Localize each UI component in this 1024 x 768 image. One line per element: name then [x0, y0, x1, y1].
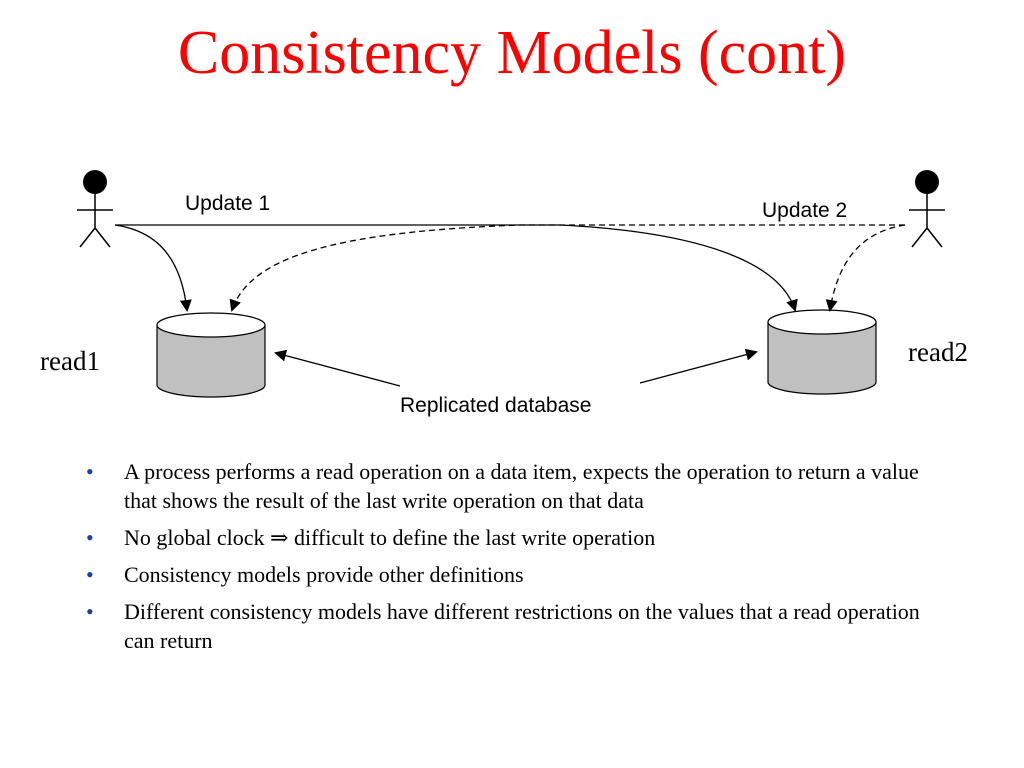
- left-replica-database-icon: [156, 312, 266, 398]
- update2-arrow-left: [229, 224, 905, 312]
- bullet-item: • No global clock ⇒ difficult to define …: [86, 523, 946, 552]
- read2-label: read2: [908, 337, 968, 367]
- slide-title: Consistency Models (cont): [177, 19, 847, 87]
- bullet-dot: •: [86, 599, 94, 624]
- read1-label: read1: [40, 346, 100, 376]
- bullet-text: A process performs a read operation on a…: [124, 459, 919, 513]
- bullet-item: • A process performs a read operation on…: [86, 457, 946, 515]
- replicated-database-label: Replicated database: [400, 394, 591, 417]
- bullet-item: • Different consistency models have diff…: [86, 597, 946, 655]
- replication-diagram: Update 1 Update 2 Replicated database: [77, 170, 945, 417]
- replicated-arrow-right: [639, 348, 758, 384]
- right-replica-database-icon: [767, 309, 877, 395]
- bullet-dot: •: [86, 459, 94, 484]
- bullet-text: Consistency models provide other definit…: [124, 562, 524, 587]
- bullet-text: No global clock ⇒ difficult to define th…: [124, 525, 656, 550]
- update1-arrow-left: [114, 224, 192, 312]
- bullet-dot: •: [86, 525, 94, 550]
- bullet-item: • Consistency models provide other defin…: [86, 560, 946, 589]
- update2-label: Update 2: [762, 199, 847, 222]
- update1-label: Update 1: [185, 192, 270, 215]
- bullet-list: • A process performs a read operation on…: [86, 457, 946, 663]
- bullet-text: Different consistency models have differ…: [124, 599, 920, 653]
- update1-arrow-right: [115, 224, 798, 312]
- right-process-person-icon: [909, 170, 945, 248]
- update2-arrow-right: [825, 224, 906, 312]
- replicated-arrow-left: [274, 349, 401, 387]
- left-process-person-icon: [77, 170, 113, 248]
- bullet-dot: •: [86, 562, 94, 587]
